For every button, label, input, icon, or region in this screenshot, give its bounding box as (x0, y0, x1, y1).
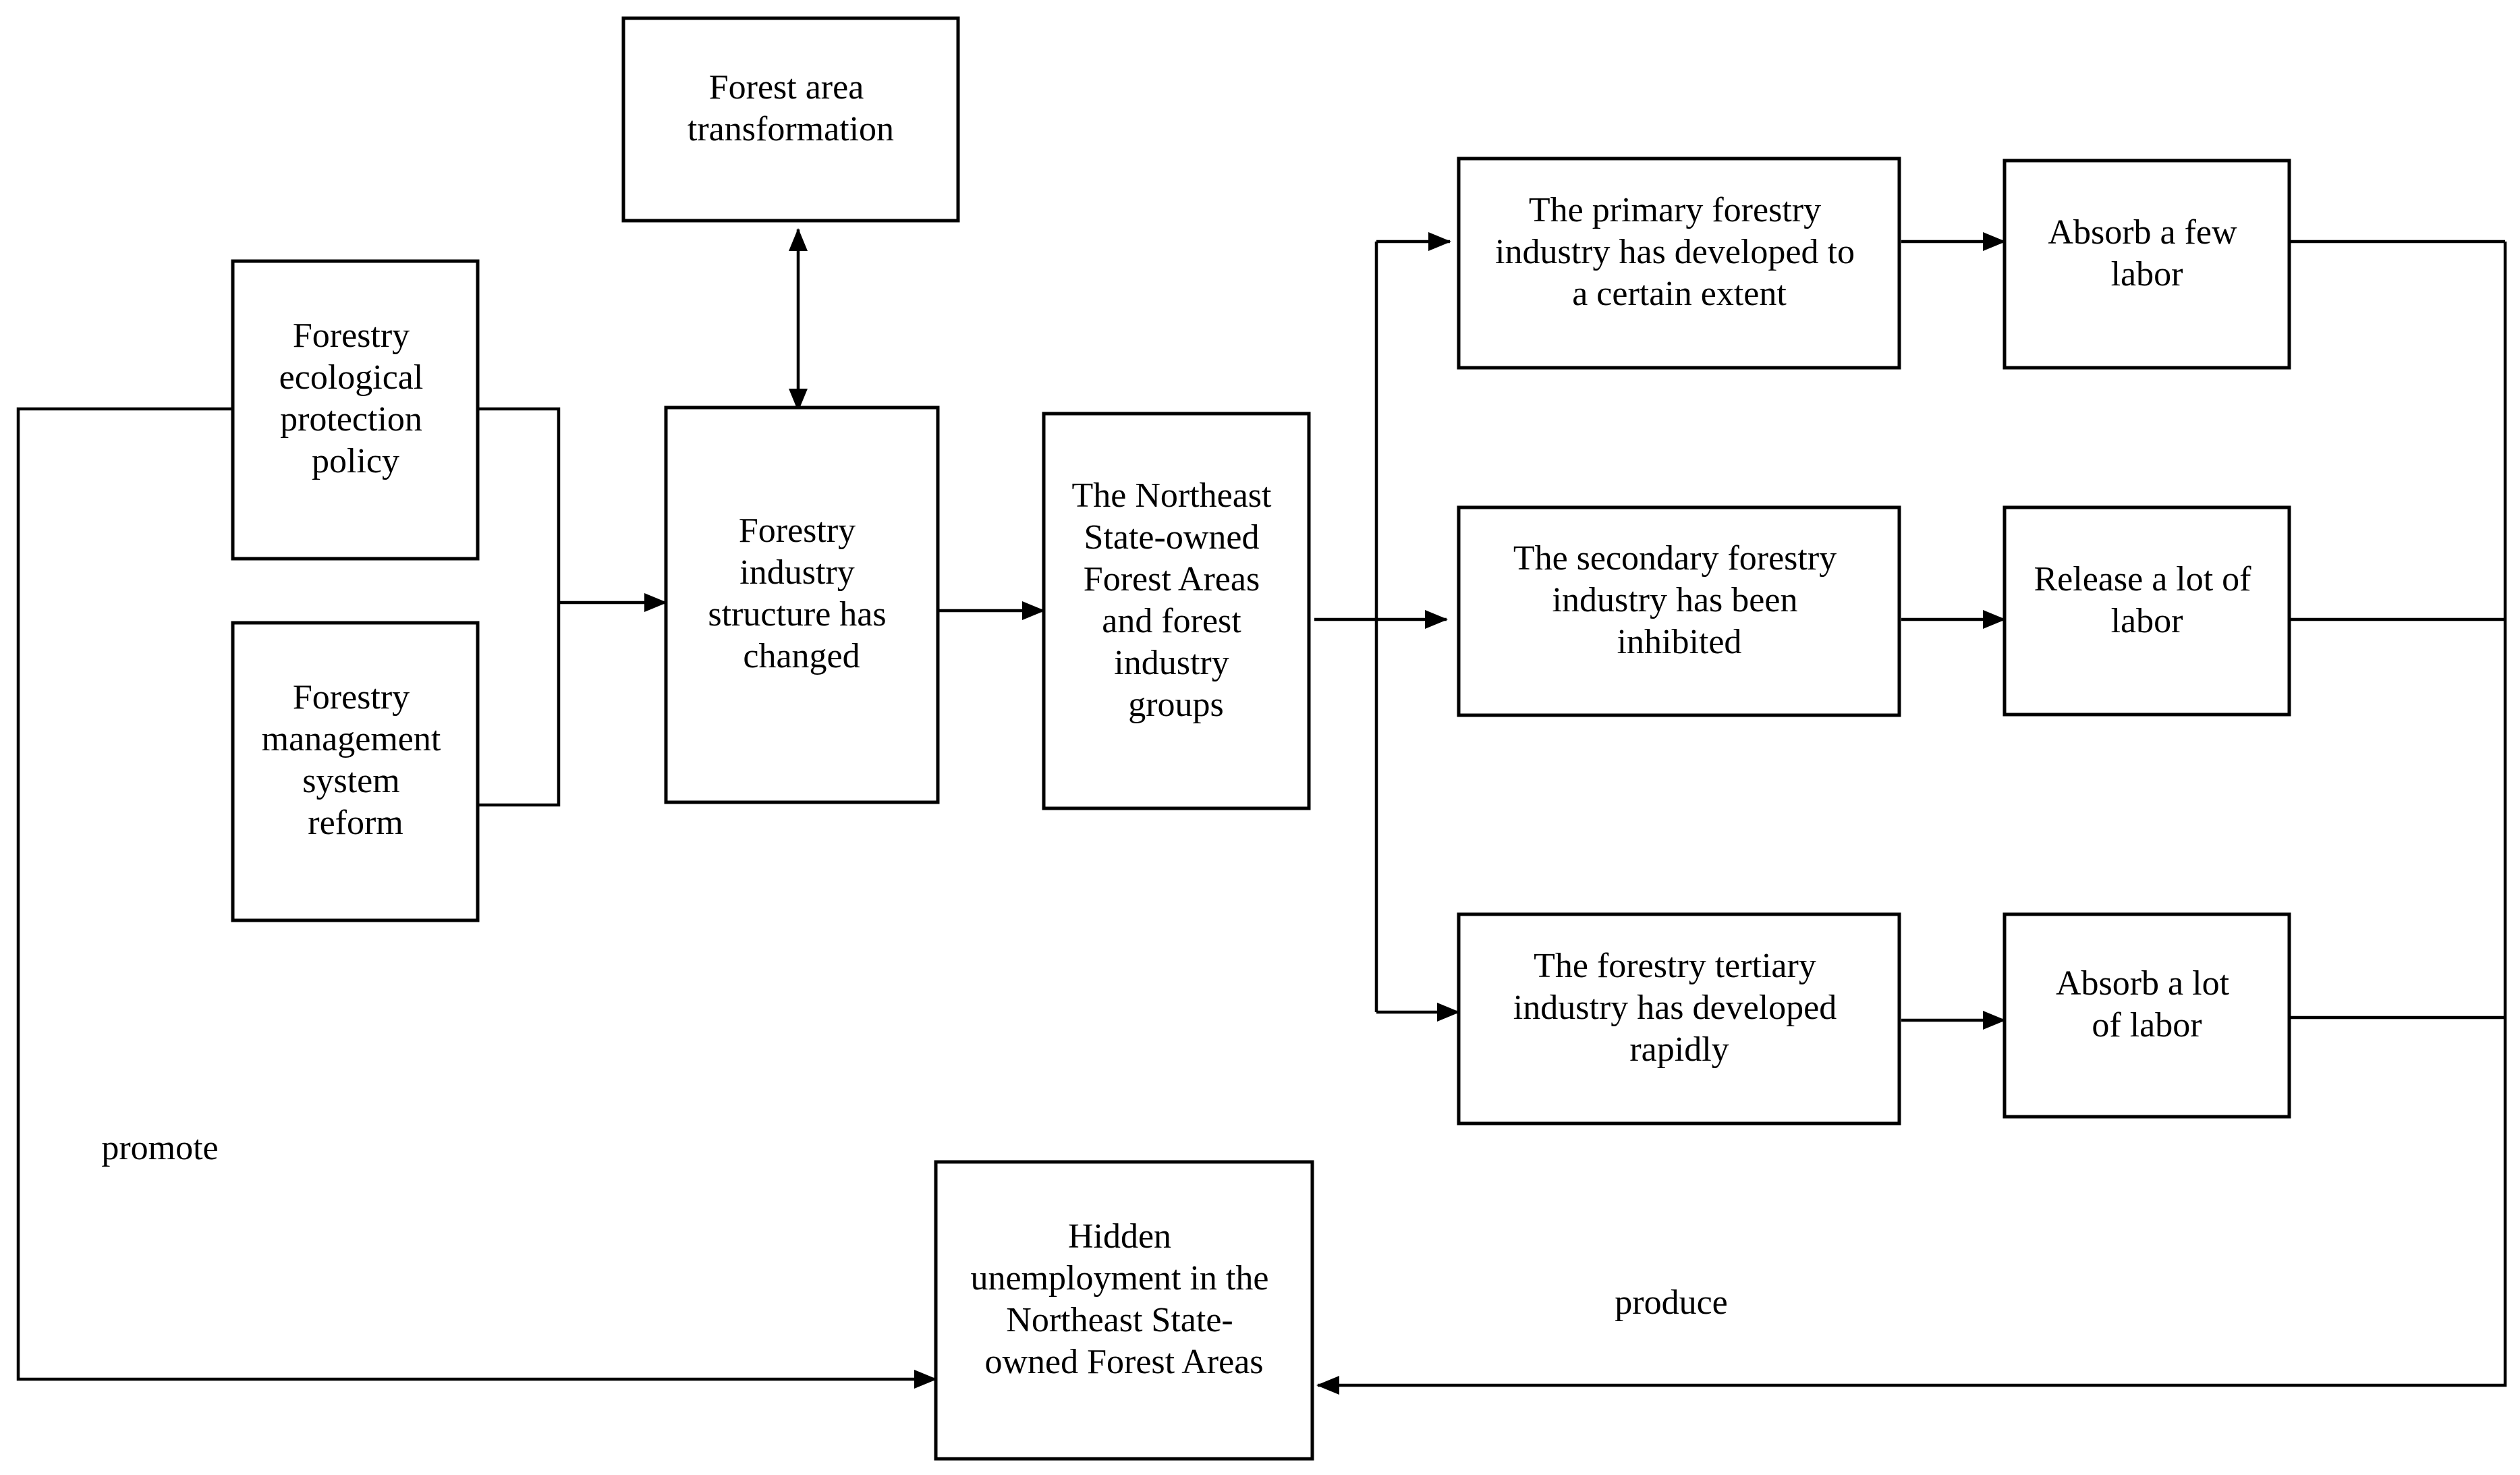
arrow-produce-feedback (1316, 242, 2507, 1395)
connectors (16, 228, 2507, 1395)
node-absorb-lot: Absorb a lot of labor (2003, 912, 2291, 1119)
node-structure-changed: Forestry industry structure has changed (664, 406, 940, 804)
node-ecological-policy: Forestry ecological protection policy (231, 259, 480, 561)
node-northeast-areas: The Northeast State-owned Forest Areas a… (1042, 412, 1311, 810)
svg-text:The primary forestry ind: The primary forestry industry has develo… (1495, 191, 1864, 313)
node-hidden-unemployment: Hidden unemployment in the Northeast Sta… (934, 1160, 1314, 1461)
label-produce: produce (1615, 1283, 1727, 1322)
svg-text:Release a lot of labor: Release a lot of labor (2034, 560, 2260, 640)
svg-text:The secondary forestry i: The secondary forestry industry has been… (1513, 539, 1845, 661)
node-secondary-industry: The secondary forestry industry has been… (1457, 505, 1901, 717)
arrow-promote-loop (16, 407, 937, 1389)
svg-text:Hidden unemployment in t: Hidden unemployment in the Northeast Sta… (971, 1217, 1278, 1381)
node-release-lot: Release a lot of labor (2003, 505, 2291, 717)
svg-text:Absorb a few labor: Absorb a few labor (2048, 213, 2245, 294)
node-management-reform: Forestry management system reform (231, 621, 480, 922)
svg-text:Forest area transformati: Forest area transformation (688, 68, 894, 148)
node-forest-area-transformation: Forest area transformation (621, 16, 960, 223)
svg-text:Forestry ecological: Forestry ecological protection policy (279, 316, 432, 480)
label-promote: promote (101, 1129, 218, 1167)
node-tertiary-industry: The forestry tertiary industry has devel… (1457, 912, 1901, 1125)
node-primary-industry: The primary forestry industry has develo… (1457, 157, 1901, 370)
svg-text:Forestry management: Forestry management system reform (262, 678, 450, 842)
svg-text:Absorb a lot of labor: Absorb a lot of labor (2056, 964, 2238, 1045)
svg-text:Forestry industry: Forestry industry structure has changed (708, 511, 895, 675)
node-absorb-few: Absorb a few labor (2003, 159, 2291, 370)
svg-text:The Northeast State-owne: The Northeast State-owned Forest Areas a… (1071, 476, 1280, 724)
svg-text:The forestry tertiary in: The forestry tertiary industry has devel… (1513, 947, 1845, 1069)
connector-policy-to-merge (478, 407, 561, 807)
